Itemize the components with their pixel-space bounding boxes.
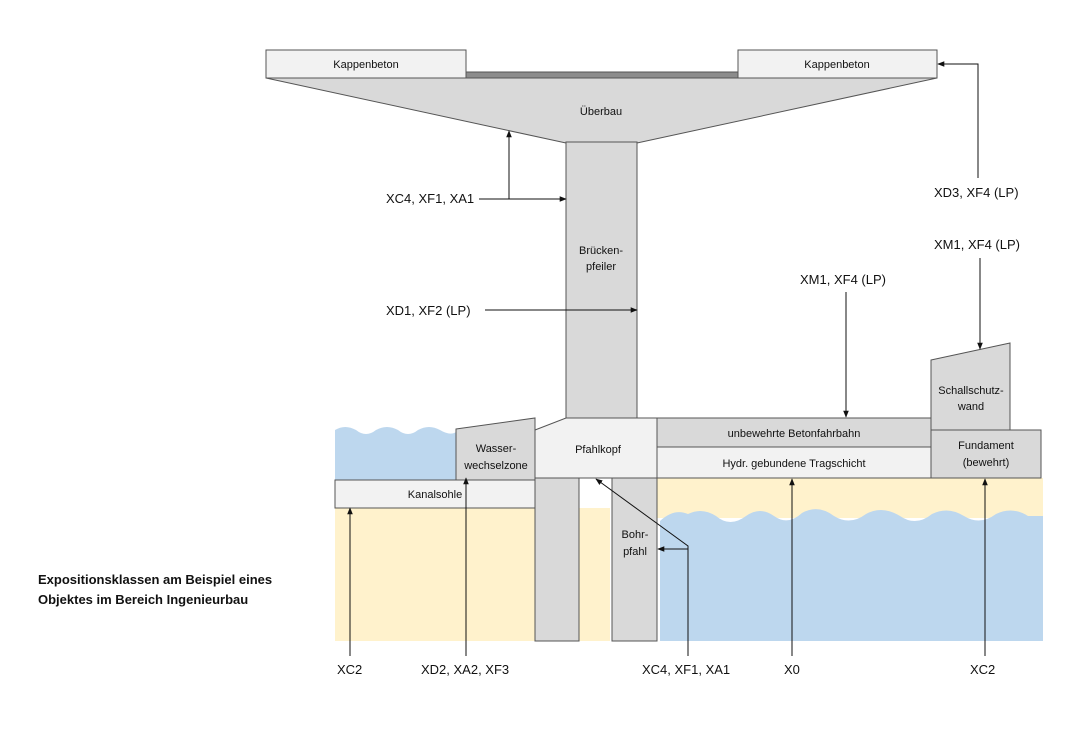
caption-line-2: Objektes im Bereich Ingenieurbau bbox=[38, 592, 248, 607]
groundwater-area bbox=[660, 509, 1043, 641]
bridge-pier-label-2: pfeiler bbox=[586, 261, 616, 273]
soil-area-right bbox=[655, 478, 1043, 518]
foundation-label-2: (bewehrt) bbox=[963, 457, 1009, 469]
arrow-superstructure bbox=[479, 130, 512, 200]
cap-concrete-right bbox=[737, 49, 938, 79]
arrow-cap-right bbox=[937, 61, 979, 178]
exposure-label-pile: XC4, XF1, XA1 bbox=[642, 662, 730, 677]
base-course-label: Hydr. gebundene Tragschicht bbox=[722, 458, 865, 470]
foundation bbox=[930, 429, 1042, 479]
exposure-label-tidal-zone: XD2, XA2, XF3 bbox=[421, 662, 509, 677]
road-surface bbox=[656, 417, 932, 448]
canal-bed bbox=[334, 479, 536, 509]
tidal-zone-label-2: wechselzone bbox=[463, 460, 528, 472]
tidal-zone-label-1: Wasser- bbox=[476, 443, 517, 455]
pile-cap-label: Pfahlkopf bbox=[575, 444, 622, 456]
exposure-label-canal-bed: XC2 bbox=[337, 662, 362, 677]
bored-pile-label-2: pfahl bbox=[623, 546, 647, 558]
bored-pile-left bbox=[534, 477, 580, 642]
exposure-label-cap-right: XD3, XF4 (LP) bbox=[934, 185, 1019, 200]
exposure-label-road-surface: XM1, XF4 (LP) bbox=[800, 272, 886, 287]
bored-pile-right bbox=[611, 477, 658, 642]
foundation-label-1: Fundament bbox=[958, 440, 1014, 452]
caption-line-1: Expositionsklassen am Beispiel eines bbox=[38, 572, 272, 587]
road-surface-label: unbewehrte Betonfahrbahn bbox=[728, 428, 861, 440]
exposure-label-foundation: XC2 bbox=[970, 662, 995, 677]
base-course bbox=[656, 446, 932, 479]
exposure-label-superstructure: XC4, XF1, XA1 bbox=[386, 191, 474, 206]
cap-concrete-right-label: Kappenbeton bbox=[804, 59, 869, 71]
canal-bed-label: Kanalsohle bbox=[408, 489, 462, 501]
arrow-pile-cap bbox=[595, 478, 689, 656]
cap-concrete-left bbox=[265, 49, 467, 79]
bridge-pier bbox=[565, 141, 638, 420]
cap-concrete-left-label: Kappenbeton bbox=[333, 59, 398, 71]
exposure-label-base-course: X0 bbox=[784, 662, 800, 677]
noise-barrier-label-2: wand bbox=[957, 401, 984, 413]
canal-water bbox=[335, 427, 456, 480]
bored-pile-label-1: Bohr- bbox=[622, 529, 649, 541]
exposure-label-noise-wall: XM1, XF4 (LP) bbox=[934, 237, 1020, 252]
superstructure-label: Überbau bbox=[580, 106, 622, 118]
bridge-pier-label-1: Brücken- bbox=[579, 245, 623, 257]
exposure-label-pier: XD1, XF2 (LP) bbox=[386, 303, 471, 318]
noise-barrier-label-1: Schallschutz- bbox=[938, 385, 1004, 397]
pile-cap bbox=[534, 417, 658, 479]
